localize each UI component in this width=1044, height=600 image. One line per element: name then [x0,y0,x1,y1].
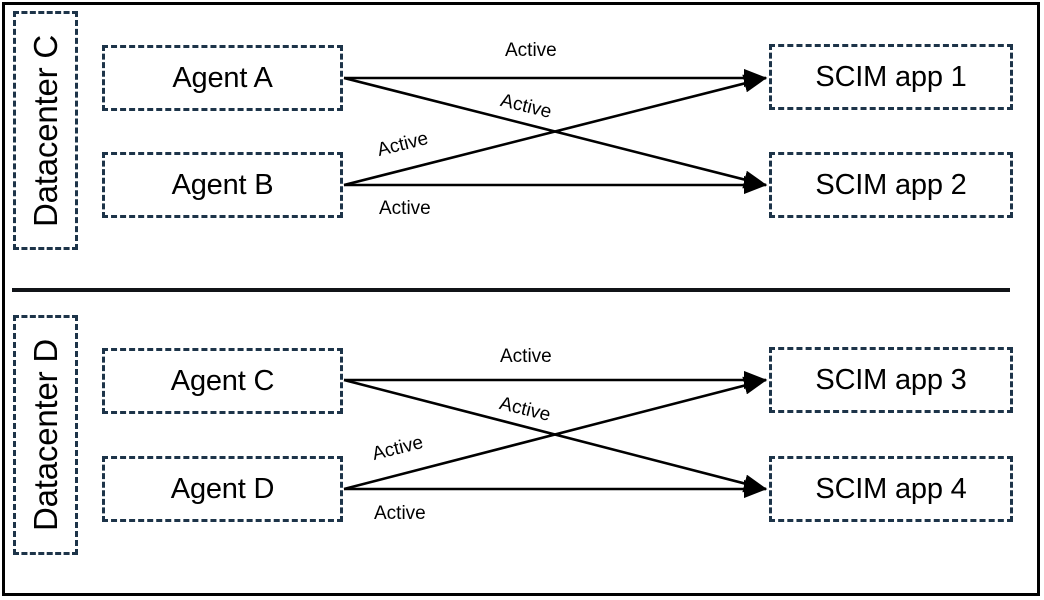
section-divider [12,288,1010,292]
edge-label-agent-c-to-scim-app-3: Active [500,346,552,367]
node-scim-app-1[interactable]: SCIM app 1 [769,44,1013,110]
node-agent-b[interactable]: Agent B [102,152,343,218]
node-agent-a-label: Agent A [172,61,273,94]
datacenter-c-group: Datacenter C [13,11,78,250]
datacenter-d-group: Datacenter D [13,315,78,555]
node-agent-d[interactable]: Agent D [102,456,343,522]
datacenter-d-label: Datacenter D [26,338,64,532]
datacenter-c-label: Datacenter C [26,34,64,227]
node-scim-app-4[interactable]: SCIM app 4 [769,456,1013,522]
node-agent-a[interactable]: Agent A [102,45,343,111]
node-scim-app-3[interactable]: SCIM app 3 [769,347,1013,413]
node-scim-app-2[interactable]: SCIM app 2 [769,152,1013,218]
edge-label-agent-a-to-scim-app-1: Active [505,40,557,61]
node-agent-c-label: Agent C [170,364,275,397]
node-scim-app-1-label: SCIM app 1 [815,60,967,93]
edge-label-agent-d-to-scim-app-4: Active [374,503,426,524]
node-scim-app-4-label: SCIM app 4 [815,472,967,505]
node-agent-b-label: Agent B [171,168,274,201]
node-agent-d-label: Agent D [170,472,275,505]
node-agent-c[interactable]: Agent C [102,348,343,414]
node-scim-app-2-label: SCIM app 2 [815,168,967,201]
node-scim-app-3-label: SCIM app 3 [815,363,967,396]
edge-label-agent-b-to-scim-app-2: Active [379,198,431,219]
